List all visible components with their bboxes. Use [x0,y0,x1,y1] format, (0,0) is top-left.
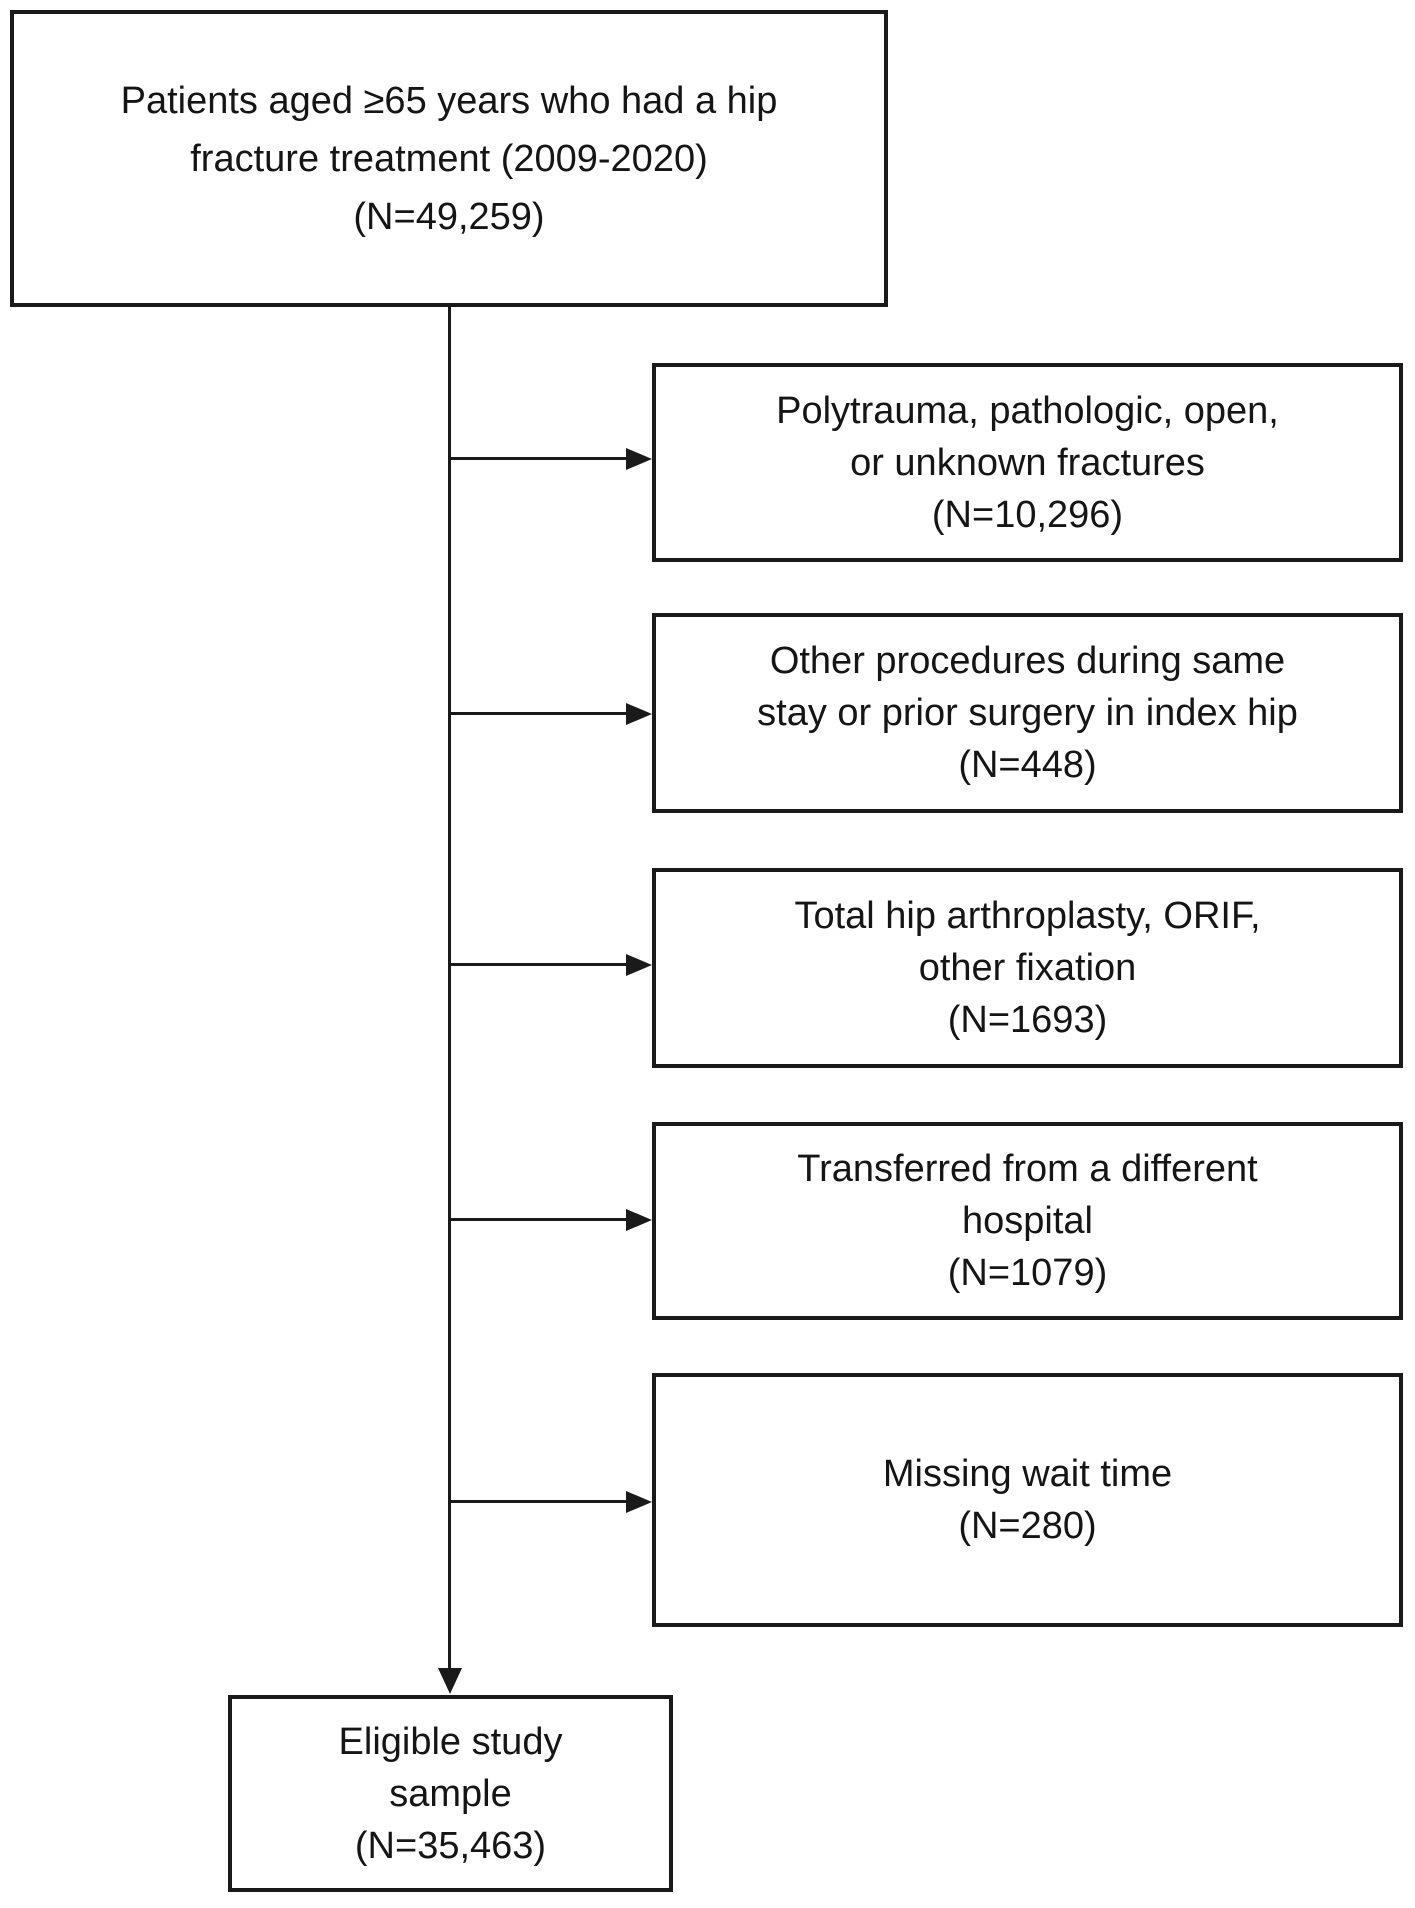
arrow-right-icon [626,1491,652,1513]
arrow-right-icon [626,703,652,725]
branch-line-exclusion-1 [450,457,628,460]
exclusion-line: Polytrauma, pathologic, open, [776,389,1279,432]
exclusion-count: (N=1079) [947,1252,1108,1294]
exclusion-line: stay or prior surgery in index hip [757,692,1298,734]
branch-line-exclusion-5 [450,1500,628,1503]
final-count: (N=35,463) [354,1824,547,1867]
branch-line-exclusion-2 [450,712,628,715]
source-count: (N=49,259) [353,195,545,238]
final-line-1: Eligible study [338,1720,563,1763]
main-vertical-connector-line [448,307,451,1670]
exclusion-line: hospital [962,1200,1093,1242]
exclusion-count: (N=10,296) [931,493,1124,536]
final-line-2: sample [389,1772,512,1815]
exclusion-line: Missing wait time [882,1453,1173,1495]
exclusion-line: other fixation [918,947,1137,989]
arrow-right-icon [626,448,652,470]
arrow-right-icon [626,954,652,976]
exclusion-line: Other procedures during same [769,640,1286,682]
box-exclusion-transferred: Transferred from a different hospital (N… [652,1122,1403,1320]
box-source-population: Patients aged ≥65 years who had a hip fr… [10,10,888,307]
arrow-right-icon [626,1209,652,1231]
exclusion-count: (N=280) [958,1505,1097,1547]
exclusion-line: Transferred from a different [797,1148,1258,1190]
branch-line-exclusion-4 [450,1218,628,1221]
source-line-2: fracture treatment (2009-2020) [190,137,708,180]
box-exclusion-polytrauma: Polytrauma, pathologic, open, or unknown… [652,363,1403,562]
exclusion-count: (N=1693) [947,999,1108,1041]
branch-line-exclusion-3 [450,963,628,966]
arrow-down-icon [438,1668,462,1694]
box-exclusion-arthroplasty-fixation: Total hip arthroplasty, ORIF, other fixa… [652,868,1403,1068]
exclusion-line: or unknown fractures [850,441,1205,484]
box-eligible-sample: Eligible study sample (N=35,463) [228,1695,673,1892]
source-line-1: Patients aged ≥65 years who had a hip [120,79,778,122]
exclusion-count: (N=448) [958,744,1097,786]
exclusion-line: Total hip arthroplasty, ORIF, [794,895,1261,937]
box-exclusion-missing-wait-time: Missing wait time (N=280) [652,1373,1403,1627]
box-exclusion-other-procedures: Other procedures during same stay or pri… [652,613,1403,813]
